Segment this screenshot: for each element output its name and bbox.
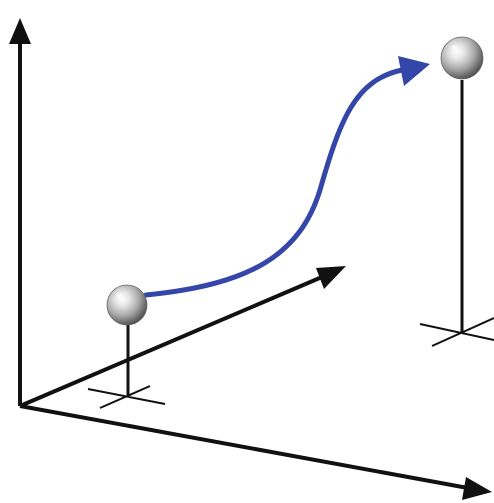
start-marker: [87, 325, 166, 409]
trajectory-curve: [143, 67, 405, 298]
depth-axis: [19, 266, 346, 408]
horizontal-axis-arrowhead: [462, 477, 492, 500]
vertical-axis: [9, 18, 31, 406]
end-marker: [419, 80, 494, 347]
start-ground-cross-b: [99, 385, 151, 409]
trajectory-arrowhead: [398, 56, 430, 86]
horizontal-axis: [19, 404, 492, 500]
start-sphere: [106, 284, 148, 326]
trajectory-arrow: [143, 56, 430, 298]
vertical-axis-arrowhead: [9, 18, 31, 44]
end-sphere: [440, 36, 484, 80]
depth-axis-arrowhead: [316, 266, 346, 289]
end-ground-cross-a: [419, 323, 494, 341]
